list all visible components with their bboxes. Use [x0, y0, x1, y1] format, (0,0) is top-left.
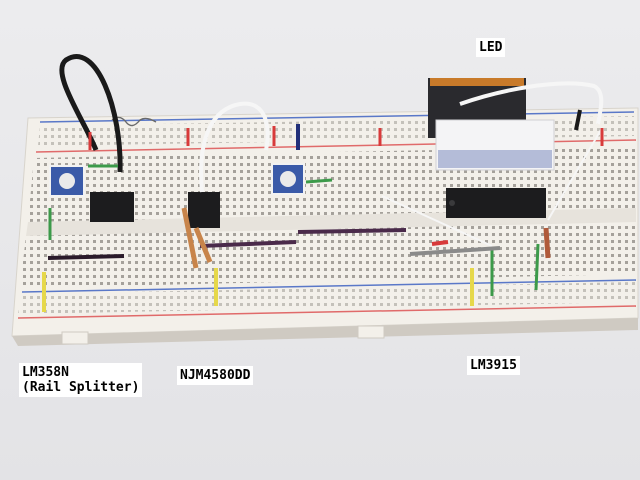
breadboard-tab-mid: [357, 325, 385, 339]
wire-red-small: [431, 240, 449, 246]
wire-purple-2: [199, 240, 297, 248]
label-lm358n: LM358N (Rail Splitter): [19, 363, 143, 397]
wire-black-led: [574, 109, 582, 131]
wire-black-loop: [59, 54, 123, 173]
wire-green-5: [534, 243, 540, 291]
led-bargraph-segments: [438, 150, 552, 168]
rail-line-blue-bottom: [21, 279, 637, 293]
njm4580dd-chip: [188, 192, 220, 228]
lm3915-chip: [446, 188, 546, 218]
lm3915-notch: [449, 200, 455, 206]
wire-purple-3: [297, 228, 407, 234]
label-lm358n-title: LM358N: [22, 365, 69, 380]
label-lm358n-note: (Rail Splitter): [22, 380, 140, 395]
pencil-mark: [111, 116, 157, 127]
wire-white-diagonal: [381, 195, 493, 247]
label-njm4580dd: NJM4580DD: [177, 366, 254, 385]
label-lm3915: LM3915: [467, 356, 520, 375]
resistor-3: [543, 227, 551, 259]
wire-white-led: [459, 81, 604, 125]
trimmer-right-knob: [280, 171, 296, 187]
rail-holes-bottom: [18, 282, 636, 314]
breadboard-side-shadow: [12, 318, 638, 346]
rail-line-red-bottom: [17, 305, 637, 319]
wire-white-right: [547, 127, 603, 221]
wire-purple-1: [47, 254, 125, 260]
resistor-2: [193, 227, 213, 263]
terminal-holes-lower: [20, 222, 636, 288]
label-led: LED: [476, 38, 506, 57]
led-bargraph-pins: [430, 78, 524, 86]
lm358n-chip: [90, 192, 134, 222]
wire-white-njm: [199, 101, 270, 193]
wire-green-3: [305, 178, 333, 184]
trimmer-left-knob: [59, 173, 75, 189]
wire-gray-1: [409, 246, 501, 256]
resistor-1: [181, 207, 199, 269]
breadboard-tab-left: [61, 331, 89, 345]
